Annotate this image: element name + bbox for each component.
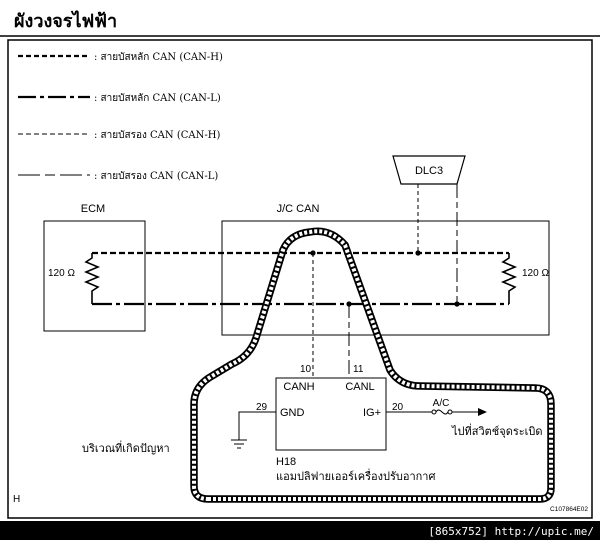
h18-pin-gnd: 29 — [256, 402, 268, 413]
jc-can-label: J/C CAN — [277, 203, 320, 215]
h18-name: แอมปลิฟายเออร์เครื่องปรับอากาศ — [276, 468, 435, 483]
junction-dot-canl-h18 — [346, 301, 352, 307]
footer-bar — [0, 521, 600, 540]
problem-area-outline-border — [190, 227, 555, 503]
h18-pin-canh: 10 — [300, 364, 312, 375]
ecm-label: ECM — [81, 203, 105, 215]
h18-canh-label: CANH — [283, 381, 314, 393]
jc-can-resistor-symbol — [500, 253, 518, 304]
content-frame — [7, 39, 593, 519]
corner-letter: H — [13, 494, 20, 505]
jc-can-box — [221, 220, 550, 336]
jc-can-resistor-label: 120 Ω — [522, 268, 549, 279]
h18-code: H18 — [276, 456, 296, 468]
h18-ig-label: IG+ — [363, 407, 381, 419]
h18-amplifier-block: 10 11 CANH CANL GND IG+ 29 20 H18 แอมปลิ… — [256, 364, 435, 483]
junction-dot-canl-dlc3 — [454, 301, 460, 307]
jc-can-block: J/C CAN 120 Ω — [221, 203, 550, 336]
h18-pin-canl: 11 — [353, 364, 364, 375]
h18-box — [275, 377, 387, 451]
legend-label-sub-canl: : สายบัสรอง CAN (CAN-L) — [94, 171, 218, 182]
ecm-resistor-label: 120 Ω — [48, 268, 75, 279]
diagram-title: ผังวงจรไฟฟ้า — [14, 10, 117, 32]
arrow-right-icon — [478, 408, 487, 416]
legend-label-main-canh: : สายบัสหลัก CAN (CAN-H) — [94, 52, 223, 63]
junction-dot-canh-h18 — [310, 250, 316, 256]
ground-wire — [238, 411, 276, 440]
ecm-resistor-symbol — [83, 253, 101, 304]
ac-switch-destination-label: ไปที่สวิตช์จุดระเบิด — [451, 423, 543, 438]
ecm-block: ECM 120 Ω — [43, 203, 146, 332]
dlc3-connector: DLC3 — [392, 155, 466, 185]
fuse-icon — [431, 409, 453, 415]
h18-pin-ig: 20 — [392, 402, 404, 413]
problem-area-outline-dashes — [192, 229, 553, 501]
dlc3-label: DLC3 — [415, 165, 443, 177]
ground-icon — [231, 439, 247, 449]
ac-fuse-label: A/C — [433, 398, 450, 409]
h18-gnd-label: GND — [280, 407, 305, 419]
problem-area-label: บริเวณที่เกิดปัญหา — [82, 440, 170, 455]
legend-label-sub-canh: : สายบัสรอง CAN (CAN-H) — [94, 130, 220, 141]
figure-code: C107864E02 — [550, 506, 588, 513]
junction-dot-canh-dlc3 — [415, 250, 421, 256]
legend-label-main-canl: : สายบัสหลัก CAN (CAN-L) — [94, 93, 221, 104]
h18-canl-label: CANL — [345, 381, 374, 393]
ecm-box — [43, 220, 146, 332]
junction-dots — [310, 250, 460, 307]
footer-link[interactable]: [865x752] http://upic.me/ — [428, 525, 594, 538]
legend: : สายบัสหลัก CAN (CAN-H) : สายบัสหลัก CA… — [18, 52, 223, 182]
